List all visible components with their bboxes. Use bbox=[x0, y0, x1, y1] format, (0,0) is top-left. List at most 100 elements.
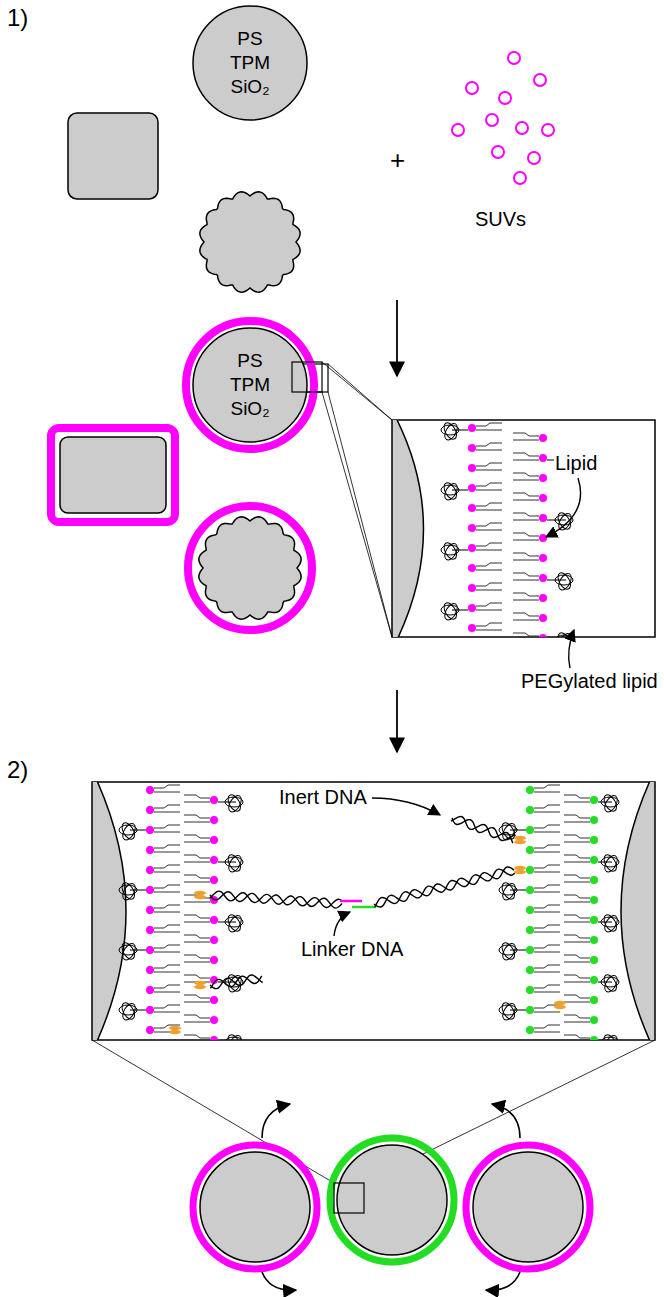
dna-zoom bbox=[92, 782, 655, 1040]
lipid-head bbox=[526, 926, 534, 934]
lipid-head bbox=[210, 816, 218, 824]
peg-coil bbox=[120, 941, 138, 962]
lipid-tail bbox=[154, 812, 180, 813]
lipid-tail bbox=[184, 942, 210, 943]
peg-chain bbox=[510, 830, 526, 831]
wavy-particle bbox=[199, 517, 301, 619]
lipid-tail bbox=[564, 982, 590, 983]
dna-strand bbox=[451, 817, 513, 844]
lipid-tail bbox=[154, 852, 180, 853]
lipid-tail bbox=[534, 905, 560, 908]
peg-chain bbox=[130, 890, 146, 891]
lipid-tail bbox=[476, 530, 502, 531]
leader-arrow bbox=[569, 630, 574, 668]
peg-coil bbox=[441, 601, 459, 622]
lipid-tail bbox=[534, 832, 560, 833]
lipid-head bbox=[146, 926, 154, 934]
rotation-arrow bbox=[262, 1272, 296, 1290]
lipid-head bbox=[590, 796, 598, 804]
lipid-tail bbox=[513, 440, 539, 441]
lipid-tail bbox=[476, 463, 502, 466]
lipid-tail bbox=[476, 543, 502, 546]
part-label: PEGylated lipid bbox=[520, 670, 659, 693]
lipid-tail bbox=[184, 1022, 210, 1023]
peg-coil bbox=[601, 853, 619, 874]
lipid-tail bbox=[184, 962, 210, 963]
lipid-tail bbox=[534, 865, 560, 868]
zoom-line bbox=[328, 364, 392, 420]
peg-chain bbox=[547, 580, 566, 581]
peg-chain bbox=[510, 1010, 526, 1011]
peg-coil bbox=[119, 881, 137, 902]
lipid-head bbox=[210, 876, 218, 884]
lipid-tail bbox=[476, 423, 502, 426]
part-label: Linker DNA bbox=[300, 938, 404, 961]
peg-coil bbox=[441, 541, 459, 562]
lipid-head bbox=[526, 866, 534, 874]
lipid-head bbox=[590, 996, 598, 1004]
lipid-head bbox=[468, 524, 476, 532]
anchor bbox=[554, 1005, 566, 1009]
lipid-tail bbox=[564, 922, 590, 923]
lipid-tail bbox=[513, 493, 539, 496]
dna-strand bbox=[452, 818, 516, 841]
part-label: Inert DNA bbox=[278, 786, 368, 809]
lipid-head bbox=[590, 876, 598, 884]
lipid-tail bbox=[513, 580, 539, 581]
lipid-tail bbox=[476, 490, 502, 491]
lipid-tail bbox=[154, 872, 180, 873]
peg-chain bbox=[130, 830, 146, 831]
lipid-tail bbox=[564, 1002, 590, 1003]
lipid-coat bbox=[51, 428, 175, 522]
vesicle bbox=[514, 172, 526, 184]
peg-coil bbox=[601, 973, 619, 994]
lipid-tail bbox=[534, 972, 560, 973]
lipid-head bbox=[468, 624, 476, 632]
lipid-tail bbox=[513, 613, 539, 616]
vesicle bbox=[499, 92, 511, 104]
particle bbox=[193, 6, 307, 120]
peg-coil bbox=[120, 1001, 138, 1022]
dna-strand bbox=[210, 892, 342, 908]
linker-strand bbox=[340, 900, 362, 903]
cube-particle bbox=[68, 113, 158, 199]
lipid-tail bbox=[184, 822, 210, 823]
zoom-box bbox=[392, 420, 655, 637]
lipid-head bbox=[210, 856, 218, 864]
particle-surface bbox=[392, 420, 424, 637]
peg-coil bbox=[226, 913, 244, 934]
lipid-tail bbox=[476, 450, 502, 451]
peg-coil bbox=[226, 853, 244, 874]
lipid-tail bbox=[564, 915, 590, 918]
lipid-head bbox=[526, 966, 534, 974]
rotation-arrow bbox=[262, 1104, 290, 1138]
lipid-tail bbox=[564, 875, 590, 878]
lipid-tail bbox=[154, 865, 180, 868]
lipid-head bbox=[146, 866, 154, 874]
lipid-head bbox=[590, 976, 598, 984]
peg-coil bbox=[226, 793, 244, 814]
lipid-tail bbox=[184, 955, 210, 958]
material-label: PS TPM SiO₂ bbox=[224, 349, 276, 420]
lipid-coat bbox=[330, 1138, 454, 1262]
anchor bbox=[514, 866, 526, 870]
lipid-coat bbox=[186, 321, 314, 449]
lipid-tail bbox=[154, 985, 180, 988]
peg-coil bbox=[555, 511, 573, 532]
lipid-tail bbox=[476, 483, 502, 486]
anchor bbox=[194, 891, 206, 895]
lipid-tail bbox=[154, 965, 180, 968]
lipid-tail bbox=[154, 932, 180, 933]
lipid-head bbox=[146, 946, 154, 954]
peg-chain bbox=[547, 520, 566, 521]
peg-coil bbox=[500, 941, 518, 962]
vesicle bbox=[452, 124, 464, 136]
peg-coil bbox=[602, 913, 620, 934]
lipid-tail bbox=[534, 965, 560, 968]
lipid-head bbox=[526, 1006, 534, 1014]
lipid-tail bbox=[476, 563, 502, 566]
lipid-tail bbox=[564, 962, 590, 963]
lipid-head bbox=[526, 886, 534, 894]
